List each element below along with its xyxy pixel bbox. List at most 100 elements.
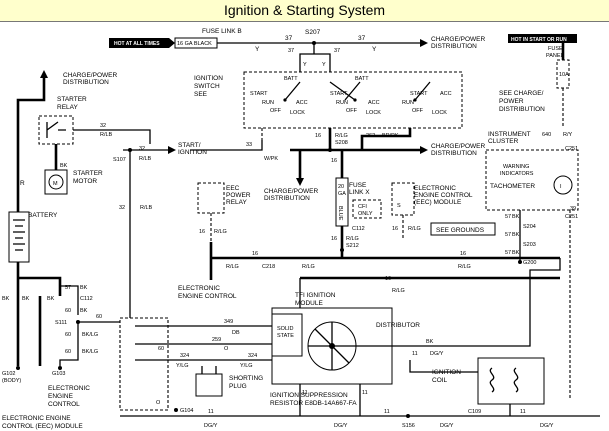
switch-lock-2: LOCK [366, 110, 381, 116]
wire-11-drops [299, 384, 361, 416]
wire-32-to-start [73, 129, 151, 144]
splice-s107-label: S107 [113, 157, 126, 163]
instrument-cluster [485, 149, 579, 211]
hot-start-run-label: HOT IN START OR RUN [511, 37, 567, 43]
arrow-charge-power-top [420, 39, 428, 47]
switch-pivot-1 [283, 98, 287, 102]
wire-bk-label-e: BK [512, 214, 520, 220]
switch-batt-1: BATT [284, 76, 298, 82]
wire-db-label: DB [232, 330, 240, 336]
wire-ground-straps [16, 296, 42, 366]
wire-11-label-c: 11 [362, 390, 368, 396]
eec-bottom-1: ELECTRONIC ENGINE [2, 415, 71, 422]
splice-s203-label: S203 [523, 242, 536, 248]
wire-324-label-a: 324 [180, 353, 189, 359]
starter-motor-symbol [48, 174, 64, 190]
wire-rlg-label-c: R/LG [214, 229, 227, 235]
wire-57-label-a: 57 [65, 285, 71, 291]
charge-power-low-2: DISTRIBUTION [264, 195, 310, 202]
wire-dgy-label-a: DG/Y [430, 351, 444, 357]
hot-at-all-times-tag [109, 38, 175, 48]
arrow-start-ignition [168, 146, 176, 154]
splice-s156 [406, 414, 410, 418]
wire-bklg-label-b: BK/LG [82, 349, 98, 355]
shorting-plug-leads [201, 366, 217, 374]
wire-16-rlg-bus [209, 242, 560, 270]
wire-wpk-label: W/PK [264, 156, 278, 162]
wire-37-label-d: 37 [334, 48, 340, 54]
fuse-panel-label-1: FUSE [548, 46, 563, 52]
eec-left-3: CONTROL [48, 401, 80, 408]
wire-32-label-b: 32 [139, 146, 145, 152]
connector-c218: C218 [262, 264, 275, 270]
battery-cells [13, 219, 25, 251]
ignition-coil-2: COIL [432, 377, 448, 384]
wire-57-label-d: 57 [505, 250, 511, 256]
wire-bk-label-motor: BK [60, 163, 68, 169]
wire-37-label-c: 37 [288, 48, 294, 54]
wire-ylg-label-a: Y/LG [176, 363, 189, 369]
tachometer-label: TACHOMETER [490, 183, 535, 190]
starter-motor-m: M [53, 181, 58, 187]
solid-state-module [271, 313, 303, 357]
splice-s208-label: S208 [335, 140, 348, 146]
wire-60-label-c: 60 [65, 349, 71, 355]
ignition-coil-windings [489, 367, 519, 393]
wire-16-label-h: 16 [385, 276, 391, 282]
instrument-cluster-2: CLUSTER [488, 138, 519, 145]
switch-lock-3: LOCK [432, 110, 447, 116]
eec-power-relay-1: EEC [226, 185, 240, 192]
wire-39-label: 39 [570, 206, 576, 212]
wire-o-label: O [224, 346, 229, 352]
wire-16-label-b: 16 [331, 158, 337, 164]
wire-262-label: 262 [366, 133, 375, 139]
switch-run-3: RUN [402, 100, 414, 106]
eec-power-relay [197, 182, 225, 214]
wire-dgy-label-e: DG/Y [540, 423, 554, 429]
wire-rlg-label-d: R/LG [346, 236, 359, 242]
see-charge-1: SEE CHARGE/ [499, 90, 544, 97]
wire-37-to-switch [299, 43, 331, 72]
ground-g103-label: G103 [52, 371, 65, 377]
wire-16-label-c: 16 [199, 229, 205, 235]
wire-349-label: 349 [224, 319, 233, 325]
suppression-2: RESISTOR E8DB-14A667-FA [270, 400, 357, 407]
fuse-panel-label-2: PANEL [546, 53, 564, 59]
wire-y-label-b: Y [372, 46, 377, 53]
fuse-x-ga: GA [338, 191, 346, 197]
wire-60-label-b: 60 [65, 332, 71, 338]
switch-run-1: RUN [262, 100, 274, 106]
start-ignition-label-2: IGNITION [178, 149, 207, 156]
switch-off-2: OFF [346, 108, 358, 114]
wire-y-label-c: Y [303, 62, 307, 68]
wire-dgy-label-c: DG/Y [334, 423, 348, 429]
eec-power-relay-2: POWER [226, 192, 251, 199]
splice-s212-label: S212 [346, 243, 359, 249]
wire-bk-label-f: BK [512, 232, 520, 238]
splice-s207-label: S207 [305, 29, 321, 36]
wire-bk-label-b2: BK [22, 296, 30, 302]
connector-c112-b: C112 [352, 226, 365, 232]
wire-33-label: 33 [246, 142, 252, 148]
warning-indicators-1: WARNING [503, 164, 529, 170]
connector-c251-top: C251 [565, 146, 578, 152]
wire-324-label-b: 324 [248, 353, 257, 359]
suppression-1: IGNITION SUPPRESSION [270, 392, 348, 399]
eec-module-3: (EEC) MODULE [414, 199, 462, 206]
eec-module-s: S [397, 203, 401, 209]
splice-s208 [328, 148, 332, 152]
hot-start-run-tag [508, 34, 577, 43]
cfi-only-1: CFI [358, 204, 367, 210]
see-grounds-box [430, 222, 496, 236]
shorting-plug-2: PLUG [229, 383, 247, 390]
switch-acc-2: ACC [368, 100, 380, 106]
wire-rlg-label-f: R/LG [226, 264, 239, 270]
wire-rlg-label-i: R/LG [392, 288, 405, 294]
charge-power-left-1: CHARGE/POWER [63, 72, 117, 79]
shorting-plug [195, 373, 223, 397]
wire-y-label-d: Y [322, 62, 326, 68]
wire-bk-label-c: BK [80, 285, 88, 291]
wire-60-label-a: 60 [65, 308, 71, 314]
ignition-switch-label-3: SEE [194, 91, 208, 98]
arrow-charge-power-left [40, 70, 48, 78]
